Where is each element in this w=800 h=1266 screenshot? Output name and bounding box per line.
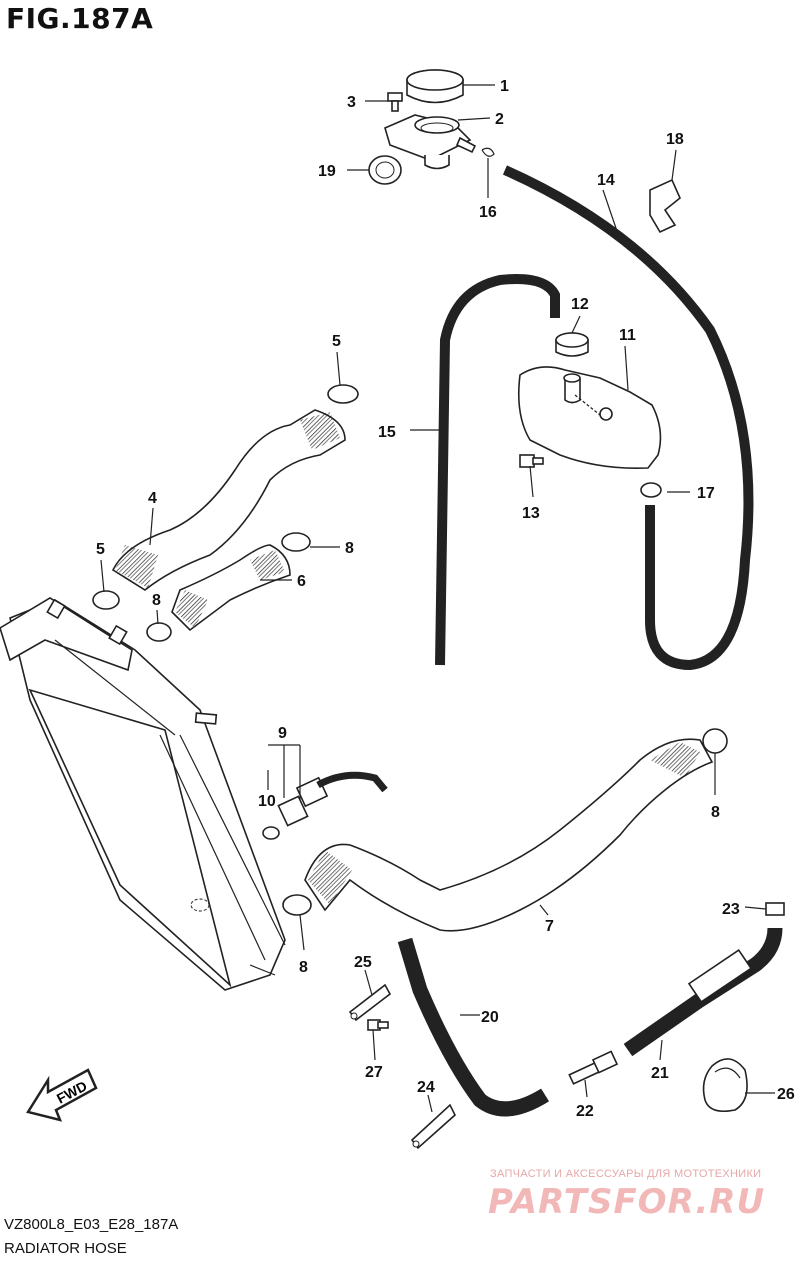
bolt-13 — [519, 454, 544, 468]
washer-10 — [262, 826, 280, 840]
bolt-27 — [367, 1019, 389, 1031]
clamp-26 — [702, 1058, 748, 1113]
callout-13: 13 — [522, 505, 540, 522]
hose-7 — [304, 738, 714, 932]
thermo-switch-9 — [277, 771, 388, 827]
callout-17: 17 — [697, 485, 715, 502]
callout-9: 9 — [278, 725, 287, 742]
clamp-23 — [765, 902, 785, 916]
clamp-25 — [348, 983, 392, 1022]
callout-4: 4 — [148, 490, 157, 507]
callout-3: 3 — [347, 94, 356, 111]
clamp-8-bottom — [282, 894, 312, 916]
watermark-tagline: ЗАПЧАСТИ И АКСЕССУАРЫ ДЛЯ МОТОТЕХНИКИ — [490, 1168, 762, 1180]
model-code: VZ800L8_E03_E28_187A — [4, 1216, 179, 1233]
clamp-5-upper — [327, 384, 359, 404]
callout-8-left: 8 — [152, 592, 161, 609]
callout-5-upper: 5 — [332, 333, 341, 350]
joint-22 — [568, 1050, 619, 1085]
callout-6: 6 — [297, 573, 306, 590]
callout-5-lower: 5 — [96, 541, 105, 558]
callout-25: 25 — [354, 954, 372, 971]
callout-8-right: 8 — [711, 804, 720, 821]
callout-7: 7 — [545, 918, 554, 935]
clamp-18 — [649, 178, 681, 234]
callout-8-bottom: 8 — [299, 959, 308, 976]
callout-27: 27 — [365, 1064, 383, 1081]
callout-15: 15 — [378, 424, 396, 441]
clamp-8-left — [146, 622, 172, 642]
clamp-24 — [410, 1103, 456, 1150]
radiator-cap — [406, 69, 464, 104]
hose-14 — [502, 165, 754, 671]
filler-neck — [384, 114, 477, 170]
clamp-8-upper — [281, 532, 311, 552]
reservoir-cap-12 — [555, 332, 589, 357]
hose-6 — [171, 544, 291, 632]
leader-lines — [100, 84, 775, 1113]
clamp-17 — [640, 482, 662, 498]
bolt-3 — [387, 92, 403, 112]
callout-1: 1 — [500, 78, 509, 95]
callout-19: 19 — [318, 163, 336, 180]
hose-4 — [111, 409, 346, 591]
callout-26: 26 — [777, 1086, 795, 1103]
callout-2: 2 — [495, 111, 504, 128]
callout-12: 12 — [571, 296, 589, 313]
callout-23: 23 — [722, 901, 740, 918]
callout-16: 16 — [479, 204, 497, 221]
callout-21: 21 — [651, 1065, 669, 1082]
hose-21 — [623, 927, 783, 1057]
callout-14: 14 — [597, 172, 615, 189]
clip-16 — [481, 147, 495, 157]
callouts: 1 2 3 4 5 5 6 7 8 8 8 8 9 10 11 12 13 14… — [96, 78, 795, 1120]
clamp-5-lower — [92, 590, 120, 610]
reservoir-tank-11 — [517, 366, 662, 470]
radiator — [0, 597, 286, 991]
callout-24: 24 — [417, 1079, 435, 1096]
callout-8-upper: 8 — [345, 540, 354, 557]
fwd-arrow: FWD — [26, 1068, 98, 1122]
figure-title: FIG.187A — [6, 2, 154, 35]
callout-11: 11 — [619, 327, 636, 344]
watermark-logo: PARTSFOR.RU — [488, 1182, 766, 1222]
callout-22: 22 — [576, 1103, 594, 1120]
hose-20 — [397, 937, 549, 1117]
figure-caption: RADIATOR HOSE — [4, 1240, 127, 1257]
clamp-19 — [368, 155, 402, 185]
hose-15 — [435, 274, 560, 666]
callout-20: 20 — [481, 1009, 499, 1026]
clamp-8-right — [702, 728, 728, 754]
callout-18: 18 — [666, 131, 684, 148]
callout-10: 10 — [258, 793, 276, 810]
